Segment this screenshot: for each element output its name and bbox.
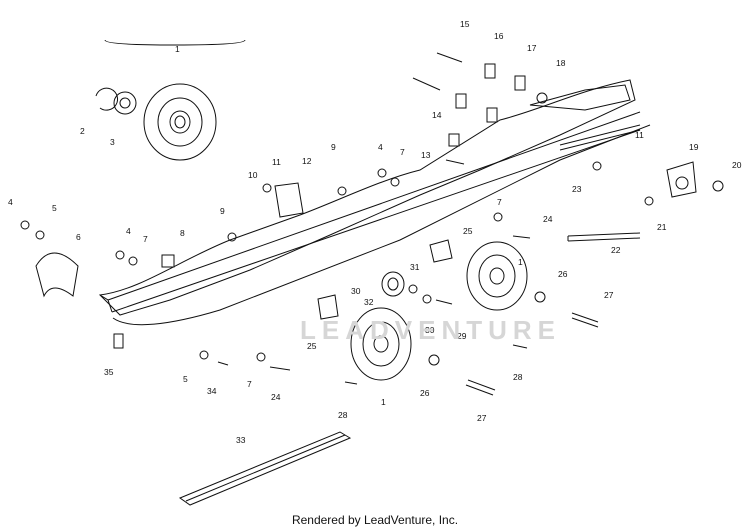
spacer-wheel xyxy=(381,271,405,297)
idler-wheel-top xyxy=(95,39,246,161)
callout-23: 23 xyxy=(572,184,582,194)
callout-26: 26 xyxy=(420,388,430,398)
callout-1: 1 xyxy=(175,44,180,54)
callout-33: 33 xyxy=(236,435,246,445)
wear-strip-upper xyxy=(559,124,641,151)
callout-12: 12 xyxy=(302,156,312,166)
callout-27: 27 xyxy=(604,290,614,300)
callout-30: 30 xyxy=(425,325,435,335)
callout-7: 7 xyxy=(143,234,148,244)
callout-19: 19 xyxy=(689,142,699,152)
callout-3: 3 xyxy=(110,137,115,147)
hardware-items xyxy=(20,52,724,385)
callout-32: 32 xyxy=(364,297,374,307)
callout-25: 25 xyxy=(463,226,473,236)
callout-27: 27 xyxy=(477,413,487,423)
callout-1: 1 xyxy=(381,397,386,407)
callout-15: 15 xyxy=(460,19,470,29)
callout-28: 28 xyxy=(513,372,523,382)
idler-wheel-lower xyxy=(350,307,412,381)
callout-17: 17 xyxy=(527,43,537,53)
callout-21: 21 xyxy=(657,222,667,232)
callout-5: 5 xyxy=(183,374,188,384)
callout-2: 2 xyxy=(80,126,85,136)
slide-wear-strip xyxy=(178,431,352,506)
callout-4: 4 xyxy=(126,226,131,236)
callout-7: 7 xyxy=(400,147,405,157)
callout-6: 6 xyxy=(76,232,81,242)
callout-4: 4 xyxy=(8,197,13,207)
callout-1: 1 xyxy=(518,257,523,267)
callout-24: 24 xyxy=(543,214,553,224)
callout-9: 9 xyxy=(331,142,336,152)
watermark: LEADVENTURE xyxy=(300,315,562,345)
idler-wheel-middle xyxy=(466,241,528,311)
callout-13: 13 xyxy=(421,150,431,160)
callout-14: 14 xyxy=(432,110,442,120)
callout-10: 10 xyxy=(248,170,258,180)
callout-16: 16 xyxy=(494,31,504,41)
callout-29: 29 xyxy=(457,331,467,341)
front-bumper xyxy=(35,252,79,298)
callout-11: 11 xyxy=(272,157,281,167)
callout-22: 22 xyxy=(611,245,621,255)
callout-4: 4 xyxy=(378,142,383,152)
callout-9: 9 xyxy=(220,206,225,216)
callout-5: 5 xyxy=(52,203,57,213)
callout-35: 35 xyxy=(104,367,114,377)
footer-credit: Rendered by LeadVenture, Inc. xyxy=(291,513,459,527)
main-rail xyxy=(98,79,651,326)
callout-24: 24 xyxy=(271,392,281,402)
callout-28: 28 xyxy=(338,410,348,420)
callout-7: 7 xyxy=(247,379,252,389)
callout-7: 7 xyxy=(497,197,502,207)
callout-34: 34 xyxy=(207,386,217,396)
callout-18: 18 xyxy=(556,58,566,68)
bracket-plate xyxy=(274,182,304,218)
callout-31: 31 xyxy=(410,262,420,272)
callout-11: 11 xyxy=(635,130,644,140)
callout-30: 30 xyxy=(351,286,361,296)
callout-8: 8 xyxy=(180,228,185,238)
callout-26: 26 xyxy=(558,269,568,279)
callout-20: 20 xyxy=(732,160,742,170)
axle-shafts xyxy=(465,232,641,396)
callout-25: 25 xyxy=(307,341,317,351)
rear-bracket xyxy=(666,161,697,198)
